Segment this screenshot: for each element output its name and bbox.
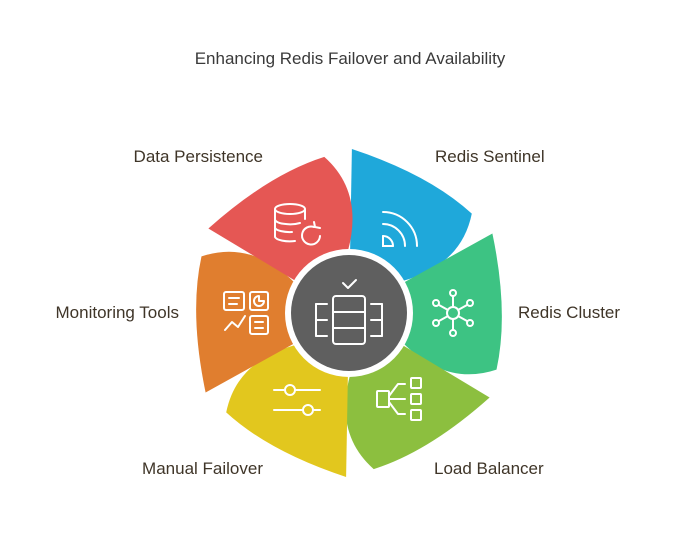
load-balancer-label: Load Balancer xyxy=(434,459,544,478)
diagram-title: Enhancing Redis Failover and Availabilit… xyxy=(194,49,506,68)
database-server-check-icon xyxy=(315,279,383,345)
signal-waves-icon xyxy=(382,211,418,247)
redis-sentinel-segment xyxy=(350,149,472,282)
manual-failover-label: Manual Failover xyxy=(142,459,263,478)
monitoring-tools-segment xyxy=(196,251,295,393)
data-persistence-segment xyxy=(208,156,353,282)
data-persistence-label: Data Persistence xyxy=(133,147,263,166)
dashboard-icon xyxy=(223,291,269,335)
redis-sentinel-label: Redis Sentinel xyxy=(435,147,545,166)
redis-cluster-label: Redis Cluster xyxy=(518,303,621,322)
sliders-icon xyxy=(273,384,321,416)
load-balancer-segment xyxy=(345,344,490,470)
monitoring-tools-label: Monitoring Tools xyxy=(55,303,179,322)
load-distribution-icon xyxy=(376,377,422,421)
network-nodes-icon xyxy=(432,289,474,337)
database-refresh-icon xyxy=(274,203,321,246)
